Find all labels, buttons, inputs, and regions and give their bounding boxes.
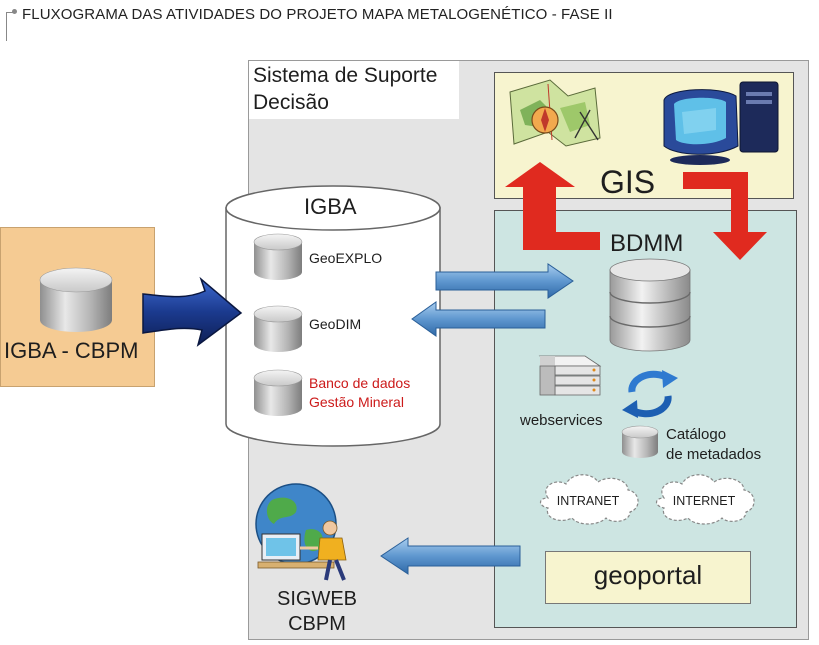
- arrow-geoexplo-to-bdmm: [435, 263, 574, 299]
- geoexplo-db-icon: [253, 233, 303, 280]
- webservices-label: webservices: [520, 412, 603, 429]
- catalog-label-line2: de metadados: [666, 446, 762, 463]
- red-arrow-gis-to-bdmm: [683, 172, 767, 260]
- bdmm-label: BDMM: [610, 230, 684, 257]
- sigweb-label: SIGWEB CBPM: [262, 587, 372, 637]
- map-clipart-icon: [509, 79, 601, 147]
- bdmm-database-icon: [609, 258, 691, 352]
- sigweb-clipart-icon: [255, 483, 347, 581]
- internet-label: INTERNET: [672, 494, 736, 508]
- geoportal-label: geoportal: [593, 560, 703, 590]
- gis-label: GIS: [600, 164, 656, 200]
- geoexplo-label: GeoEXPLO: [309, 250, 383, 266]
- page-title: FLUXOGRAMA DAS ATIVIDADES DO PROJETO MAP…: [22, 6, 613, 23]
- geodim-db-icon: [253, 305, 303, 352]
- igba-cbpm-label: IGBA - CBPM: [4, 338, 139, 363]
- sigweb-label-line2: CBPM: [288, 613, 346, 635]
- red-arrow-bdmm-to-gis: [505, 162, 600, 250]
- server-stack-icon: [538, 355, 602, 396]
- title-corner-mark: [6, 12, 15, 41]
- catalog-label-line1: Catálogo: [666, 426, 727, 443]
- intranet-label: INTRANET: [556, 494, 620, 508]
- decision-support-label-area: [249, 61, 459, 119]
- igba-cbpm-db-icon: [39, 267, 113, 332]
- banco-db-icon: [253, 369, 303, 416]
- igba-label: IGBA: [304, 194, 357, 219]
- banco-label-line2: Gestão Mineral: [309, 394, 404, 410]
- internet-cloud-icon: [655, 474, 755, 525]
- arrow-bdmm-to-geodim: [411, 301, 546, 337]
- banco-label: Banco de dados Gestão Mineral: [309, 374, 410, 412]
- arrow-geoportal-to-sigweb: [380, 537, 521, 575]
- decision-support-label-line2: Decisão: [253, 91, 329, 114]
- intranet-cloud-icon: [539, 474, 639, 525]
- geoportal-box: [545, 551, 751, 604]
- banco-label-line1: Banco de dados: [309, 375, 411, 391]
- geodim-label: GeoDIM: [309, 316, 362, 332]
- decision-support-label-line1: Sistema de Suporte: [253, 64, 438, 87]
- title-bullet-icon: [12, 9, 17, 14]
- catalog-db-icon: [621, 425, 659, 458]
- decision-support-label: Sistema de Suporte Decisão: [253, 62, 437, 116]
- sigweb-label-line1: SIGWEB: [276, 588, 357, 610]
- computer-clipart-icon: [663, 81, 779, 165]
- catalog-label: Catálogo de metadados: [666, 425, 761, 465]
- navy-import-arrow: [142, 276, 243, 347]
- sync-arrows-icon: [622, 370, 678, 418]
